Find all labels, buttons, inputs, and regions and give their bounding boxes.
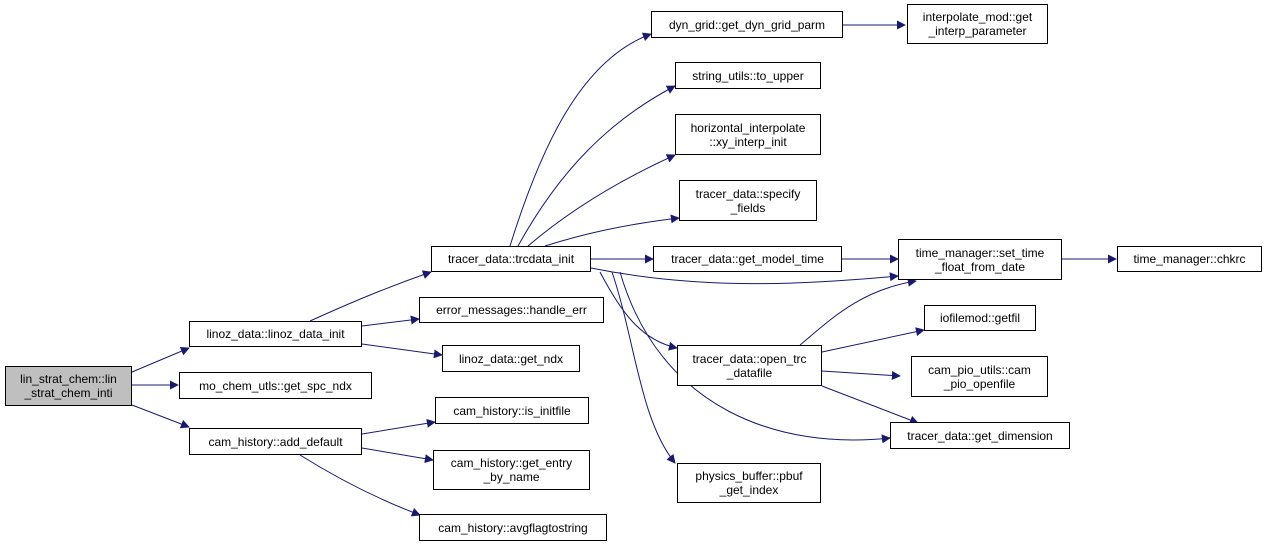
edge-linoz-init-err xyxy=(361,315,420,327)
node-tracer-data-trcdata-init[interactable]: tracer_data::trcdata_init xyxy=(431,246,591,272)
node-label: mo_chem_utls::get_spc_ndx xyxy=(199,378,352,393)
edge-trcdata-dyngrid xyxy=(509,32,652,247)
node-label: string_utils::to_upper xyxy=(692,68,804,83)
node-label: tracer_data::trcdata_init xyxy=(447,252,575,266)
node-horizontal-interpolate-xy-interp-init[interactable]: horizontal_interpolate ::xy_interp_init xyxy=(675,114,821,155)
edge-cam-add-avgflag xyxy=(299,454,421,517)
node-time-manager-set-time-float-from-date[interactable]: time_manager::set_time _float_from_date xyxy=(898,239,1062,280)
edge-opentrc-pio xyxy=(821,370,901,380)
edge-trcdata-upper xyxy=(517,85,676,247)
node-label: tracer_data::get_model_time xyxy=(671,252,824,266)
edge-opentrc-getdim xyxy=(821,385,919,425)
edge-root-linoz-init xyxy=(131,346,190,373)
node-cam-pio-utils-cam-pio-openfile[interactable]: cam_pio_utils::cam _pio_openfile xyxy=(911,356,1048,397)
node-label: lin_strat_chem::lin _strat_chem_inti xyxy=(20,372,117,400)
node-label: interpolate_mod::get _interp_parameter xyxy=(922,10,1033,38)
node-mo-chem-get-spc-ndx[interactable]: mo_chem_utls::get_spc_ndx xyxy=(179,372,372,399)
edge-trcdata-horiz xyxy=(527,154,676,247)
node-tracer-data-get-dimension[interactable]: tracer_data::get_dimension xyxy=(890,422,1070,449)
edge-trcdata-specify xyxy=(544,214,680,247)
edge-linoz-init-linoz-ndx xyxy=(361,343,443,359)
node-dyn-grid-get-dyn-grid-parm[interactable]: dyn_grid::get_dyn_grid_parm xyxy=(651,11,843,38)
node-time-manager-chkrc[interactable]: time_manager::chkrc xyxy=(1117,246,1262,272)
node-label: cam_history::is_initfile xyxy=(453,403,571,418)
node-cam-history-add-default[interactable]: cam_history::add_default xyxy=(189,428,362,455)
node-linoz-data-init[interactable]: linoz_data::linoz_data_init xyxy=(189,321,362,347)
node-label: physics_buffer::pbuf _get_index xyxy=(695,469,803,497)
edge-root-cam-add xyxy=(131,404,190,429)
edge-opentrc-getfil xyxy=(821,327,925,353)
node-cam-history-is-initfile[interactable]: cam_history::is_initfile xyxy=(435,397,589,424)
node-string-utils-to-upper[interactable]: string_utils::to_upper xyxy=(675,62,821,89)
node-tracer-data-open-trc-datafile[interactable]: tracer_data::open_trc _datafile xyxy=(677,345,822,386)
node-label: cam_history::get_entry _by_name xyxy=(450,456,573,484)
node-label: horizontal_interpolate ::xy_interp_init xyxy=(690,120,806,149)
edge-linoz-init-trcdata xyxy=(309,270,432,322)
node-label: tracer_data::get_dimension xyxy=(907,428,1053,443)
node-label: error_messages::handle_err xyxy=(436,303,587,317)
node-tracer-data-get-model-time[interactable]: tracer_data::get_model_time xyxy=(653,246,842,272)
edge-trcdata-pbuf xyxy=(611,271,676,464)
edge-cam-add-initfile xyxy=(361,418,436,435)
node-label: iofilemod::getfil xyxy=(939,311,1021,325)
node-error-messages-handle-err[interactable]: error_messages::handle_err xyxy=(419,297,604,323)
node-label: cam_history::add_default xyxy=(208,434,343,449)
node-label: tracer_data::specify _fields xyxy=(695,186,801,215)
node-label: dyn_grid::get_dyn_grid_parm xyxy=(668,17,826,32)
node-label: cam_history::avgflagtostring xyxy=(438,520,588,535)
node-interpolate-mod-get-interp-parameter[interactable]: interpolate_mod::get _interp_parameter xyxy=(907,4,1048,44)
edge-cam-add-entry xyxy=(361,447,434,464)
node-cam-history-avgflagtostring[interactable]: cam_history::avgflagtostring xyxy=(419,514,607,541)
node-label: linoz_data::linoz_data_init xyxy=(206,327,345,341)
edge-trcdata-opentrc xyxy=(599,271,678,351)
node-label: time_manager::chkrc xyxy=(1133,252,1246,266)
node-linoz-data-get-ndx[interactable]: linoz_data::get_ndx xyxy=(442,345,580,372)
node-tracer-data-specify-fields[interactable]: tracer_data::specify _fields xyxy=(679,180,817,221)
node-label: time_manager::set_time _float_from_date xyxy=(915,245,1045,274)
edge-trcdata-getdim xyxy=(619,271,891,444)
node-label: linoz_data::get_ndx xyxy=(458,351,564,366)
node-label: cam_pio_utils::cam _pio_openfile xyxy=(928,362,1031,391)
node-cam-history-get-entry-by-name[interactable]: cam_history::get_entry _by_name xyxy=(433,450,590,490)
edge-trcdata-settime xyxy=(590,267,899,285)
node-label: tracer_data::open_trc _datafile xyxy=(692,351,807,380)
node-iofilemod-getfil[interactable]: iofilemod::getfil xyxy=(924,305,1036,331)
edge-opentrc-settime xyxy=(799,277,917,346)
node-lin-strat-chem-inti: lin_strat_chem::lin _strat_chem_inti xyxy=(5,366,132,406)
node-physics-buffer-pbuf-get-index[interactable]: physics_buffer::pbuf _get_index xyxy=(677,463,821,503)
